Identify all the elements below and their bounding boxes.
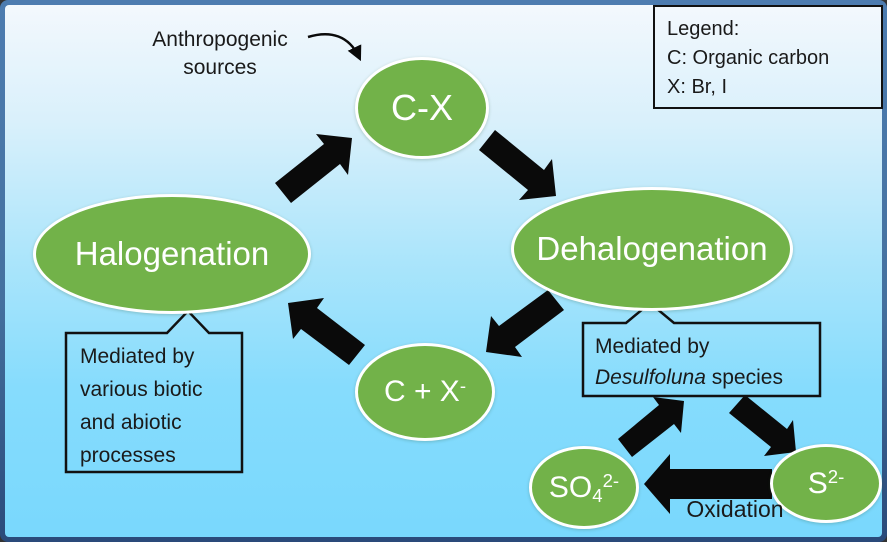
legend-title: Legend: xyxy=(667,18,740,40)
node-halogenation-label: Halogenation xyxy=(74,234,270,272)
node-c-plus-x: C + X- xyxy=(355,343,495,441)
node-sulfate-label: SO42- xyxy=(548,470,620,506)
species-name-italic: Desulfoluna xyxy=(595,366,706,389)
halogenation-note-line: processes xyxy=(80,444,176,467)
oxidation-label: Oxidation xyxy=(686,496,784,522)
dehalogenation-note: Mediated by Desulfoluna species xyxy=(595,331,783,393)
halogenation-note-line: various biotic xyxy=(80,378,203,401)
node-sulfide-label: S2- xyxy=(807,466,845,500)
legend-box: Legend: C: Organic carbon X: Br, I xyxy=(653,5,883,109)
superscript-2minus: 2- xyxy=(602,470,620,492)
legend-entry-c: C: Organic carbon xyxy=(667,47,830,69)
legend-entry-x: X: Br, I xyxy=(667,76,728,98)
halogenation-note-line: Mediated by xyxy=(80,345,195,368)
node-cx-label: C-X xyxy=(391,87,453,129)
node-c-plus-x-label: C + X- xyxy=(383,374,467,409)
superscript-minus: - xyxy=(459,374,467,396)
dehalogenation-note-line2: Desulfoluna species xyxy=(595,366,783,389)
node-cx: C-X xyxy=(355,57,489,159)
halogenation-note: Mediated by various biotic and abiotic p… xyxy=(80,340,203,472)
subscript-4: 4 xyxy=(592,484,603,506)
node-halogenation: Halogenation xyxy=(33,194,311,314)
node-sulfide: S2- xyxy=(770,444,882,523)
dehalogenation-note-line1: Mediated by xyxy=(595,335,710,358)
node-dehalogenation: Dehalogenation xyxy=(511,187,793,311)
anthropogenic-sources-label: Anthropogenic sources xyxy=(152,28,288,79)
node-sulfate: SO42- xyxy=(529,446,639,529)
halogenation-note-line: and abiotic xyxy=(80,411,182,434)
superscript-2minus: 2- xyxy=(827,466,845,488)
node-dehalogenation-label: Dehalogenation xyxy=(536,229,768,267)
